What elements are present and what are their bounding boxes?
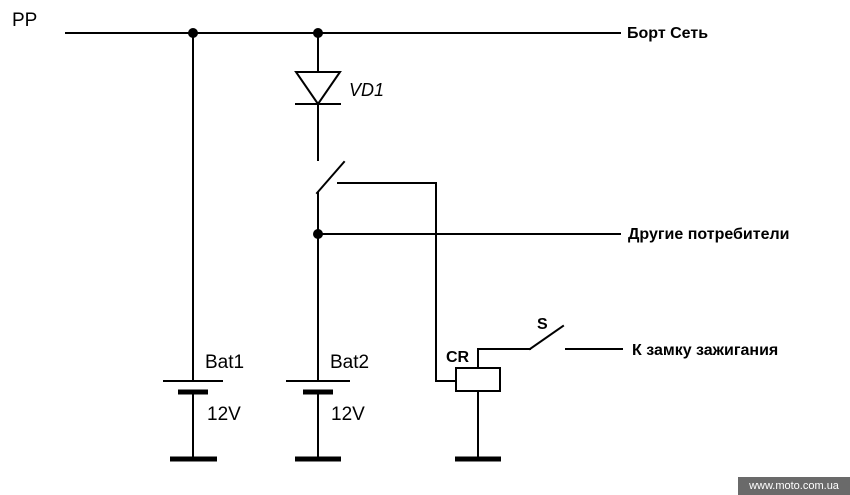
junction-dot-consumers <box>313 229 323 239</box>
bort-set-label: Борт Сеть <box>627 25 708 42</box>
relay-control-wire <box>337 182 457 382</box>
s-switch-label: S <box>537 316 548 333</box>
cr-relay-coil <box>455 367 501 392</box>
other-consumers-label: Другие потребители <box>628 226 790 243</box>
bat1-label: Bat1 <box>205 352 244 373</box>
site-watermark: www.moto.com.ua <box>738 477 850 495</box>
vd1-diode-triangle <box>294 71 342 106</box>
junction-dot-bat1 <box>188 28 198 38</box>
bat2-voltage-label: 12V <box>331 404 365 425</box>
s-switch-blade <box>528 324 565 351</box>
cr-upper-wire <box>477 348 531 369</box>
pp-label: PP <box>12 10 37 31</box>
junction-dot-diode <box>313 28 323 38</box>
ignition-lock-label: К замку зажигания <box>632 342 778 359</box>
bat1-voltage-label: 12V <box>207 404 241 425</box>
relay-switch-blade <box>315 160 346 195</box>
bat2-label: Bat2 <box>330 352 369 373</box>
vd1-label: VD1 <box>349 80 384 100</box>
cr-label: CR <box>446 349 470 366</box>
